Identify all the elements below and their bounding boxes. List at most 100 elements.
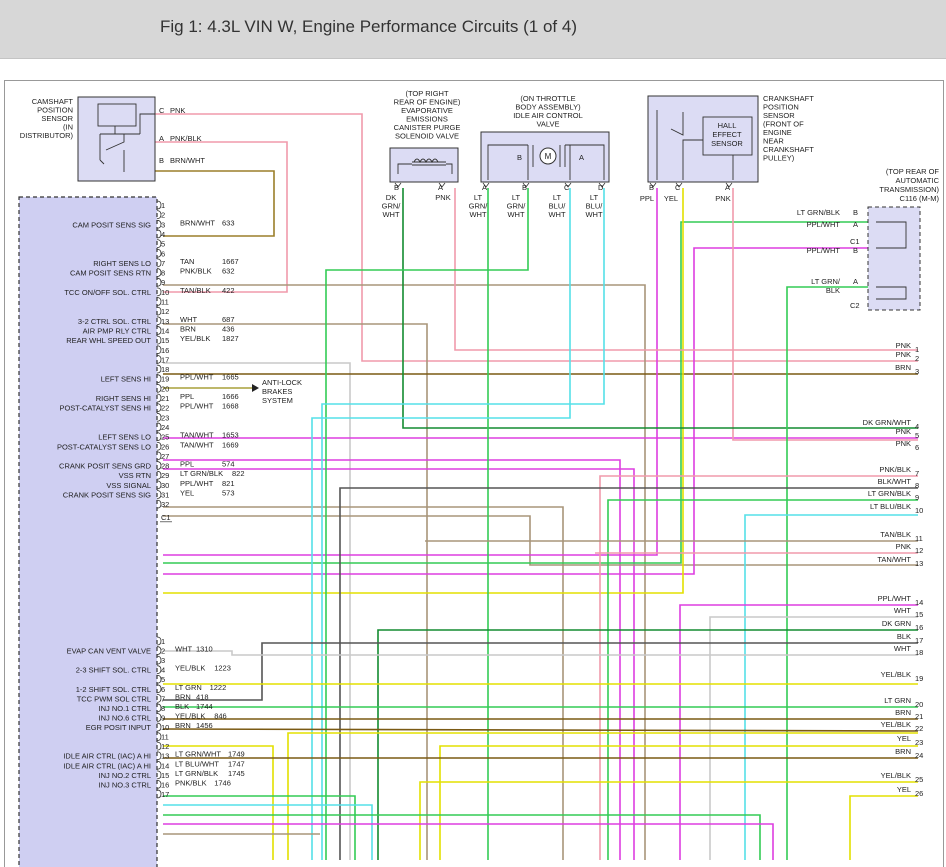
pin-terminal	[156, 655, 162, 665]
pcm-c2-circuit-number: 1747	[228, 759, 245, 768]
pin-terminal	[156, 770, 162, 780]
transmission-pin-letter: B	[853, 246, 858, 255]
right-edge-wire-color: BLK	[897, 632, 911, 641]
pcm-c2-wire-color: BRN	[175, 721, 191, 730]
pcm-c1-pin-number: 26	[161, 442, 169, 451]
crank-sensor-label: POSITION	[763, 103, 799, 112]
evap-label: (TOP RIGHT	[405, 89, 448, 98]
cam-sensor-label: (IN	[63, 123, 73, 132]
iac-wire-color: WHT	[507, 210, 524, 219]
right-edge-wire-color: TAN/WHT	[877, 555, 911, 564]
pcm-c2-pin-function: INJ NO.1 CTRL	[98, 704, 151, 713]
right-edge-reference-number: 2	[915, 354, 919, 363]
iac-wire-color: WHT	[548, 210, 565, 219]
pin-terminal	[156, 412, 162, 422]
right-edge-reference-number: 4	[915, 422, 919, 431]
pcm-c1-pin-number: 10	[161, 288, 169, 297]
right-edge-wire-color: DK GRN/WHT	[863, 418, 912, 427]
pcm-c1-wire-color: PPL	[180, 460, 194, 469]
wire-iac-c	[311, 188, 571, 860]
pcm-c1-pin-function: CAM POSIT SENS RTN	[70, 269, 151, 278]
pin-terminal	[156, 268, 162, 277]
pcm-c2-wire-color: YEL/BLK	[175, 711, 205, 720]
pcm-c1-pin-function: 3-2 CTRL SOL. CTRL	[78, 317, 151, 326]
iac-wire-color: LT	[474, 193, 483, 202]
pin-terminal	[156, 461, 162, 470]
right-edge-wire-color: YEL	[897, 734, 911, 743]
wire-iac-b	[325, 188, 529, 860]
wire-evap-pnk	[454, 188, 918, 351]
pin-terminal	[156, 200, 162, 210]
crank-sensor-label: SENSOR	[763, 111, 795, 120]
iac-label: IDLE AIR CONTROL	[513, 111, 583, 120]
transmission-wire-color: PPL/WHT	[807, 246, 841, 255]
wire-crank-pnk	[732, 188, 918, 441]
pcm-c2-pin-number: 6	[161, 685, 165, 694]
hall-effect-label: EFFECT	[712, 130, 742, 139]
pcm-c1-pin-function: RIGHT SENS HI	[96, 394, 151, 403]
transmission-pin-letter: B	[853, 208, 858, 217]
pcm-c1-pin-number: 6	[161, 249, 165, 258]
arrow-icon	[252, 384, 259, 392]
pcm-c1-wire-color: TAN/WHT	[180, 440, 214, 449]
transmission-label: TRANSMISSION)	[879, 185, 939, 194]
crank-sensor-label: ENGINE	[763, 128, 792, 137]
iac-wire-color: BLU/	[549, 202, 567, 211]
pcm-c1-pin-number: 31	[161, 491, 169, 500]
pcm-c1-circuit-number: 436	[222, 324, 235, 333]
pcm-c2-pin-number: 3	[161, 656, 165, 665]
pcm-c1-pin-number: 12	[161, 307, 169, 316]
solenoid-coil-icon	[397, 158, 453, 174]
pin-terminal	[156, 403, 162, 413]
transmission-connector-box	[867, 206, 921, 311]
right-edge-reference-number: 12	[915, 546, 923, 555]
pin-terminal	[156, 665, 162, 675]
right-edge-wire-color: LT GRN	[884, 696, 911, 705]
pin-terminal	[156, 229, 162, 239]
pcm-c1-wire-color: PPL/WHT	[180, 479, 214, 488]
pin-terminal	[156, 258, 162, 268]
pcm-c1-pin-number: 20	[161, 384, 169, 393]
pin-terminal	[156, 239, 162, 248]
right-edge-wire-color: PNK/BLK	[879, 465, 911, 474]
evap-wire-color: WHT	[382, 210, 399, 219]
pcm-c2-pin-function: IDLE AIR CTRL (IAC) A HI	[63, 761, 151, 770]
wire-ref-7	[599, 475, 918, 860]
cam-sensor-label: POSITION	[37, 106, 73, 115]
crank-sensor-label: PULLEY)	[763, 154, 795, 163]
iac-coil-label: A	[579, 153, 584, 162]
pin-terminal	[156, 684, 162, 694]
hall-effect-label: SENSOR	[711, 139, 743, 148]
right-edge-wire-color: PPL/WHT	[878, 594, 912, 603]
component-pin-letter: A	[482, 183, 487, 192]
pcm-c1-wire-color: PPL	[180, 392, 194, 401]
pcm-c2-pin-function: IDLE AIR CTRL (IAC) A HI	[63, 752, 151, 761]
pcm-c1-circuit-number: 687	[222, 315, 235, 324]
cam-sensor-label: DISTRIBUTOR)	[20, 131, 74, 140]
pcm-c1-pin-function: LEFT SENS LO	[98, 433, 151, 442]
pin-terminal	[156, 422, 162, 432]
cam-wire-color: BRN/WHT	[170, 156, 205, 165]
pin-terminal	[438, 182, 446, 188]
crankshaft-sensor-box	[647, 95, 759, 183]
right-edge-wire-color: PNK	[896, 341, 911, 350]
pin-terminal	[649, 182, 657, 188]
wire-c1-10-tan-blk	[163, 323, 428, 860]
pcm-c1-wire-color: TAN	[180, 257, 194, 266]
pcm-c1-wire-color: TAN/WHT	[180, 431, 214, 440]
wire-c2-9-yel-blk	[163, 745, 274, 860]
abs-label: BRAKES	[262, 387, 292, 396]
pin-terminal	[394, 182, 402, 188]
pcm-c2-wire-color: LT GRN	[175, 683, 202, 692]
pcm-c1-circuit-number: 574	[222, 460, 235, 469]
pin-terminal	[156, 248, 162, 258]
pcm-c1-pin-number: 7	[161, 259, 165, 268]
pin-terminal	[156, 722, 162, 732]
pcm-c1-pin-number: 8	[161, 269, 165, 278]
pcm-c1-pin-function: CRANK POSIT SENS GRD	[59, 462, 152, 471]
pcm-box	[18, 196, 158, 867]
pcm-c1-pin-function: CAM POSIT SENS SIG	[72, 220, 151, 229]
pcm-c1-pin-number: 32	[161, 500, 169, 509]
pcm-c1-pin-function: LEFT SENS HI	[101, 375, 151, 384]
